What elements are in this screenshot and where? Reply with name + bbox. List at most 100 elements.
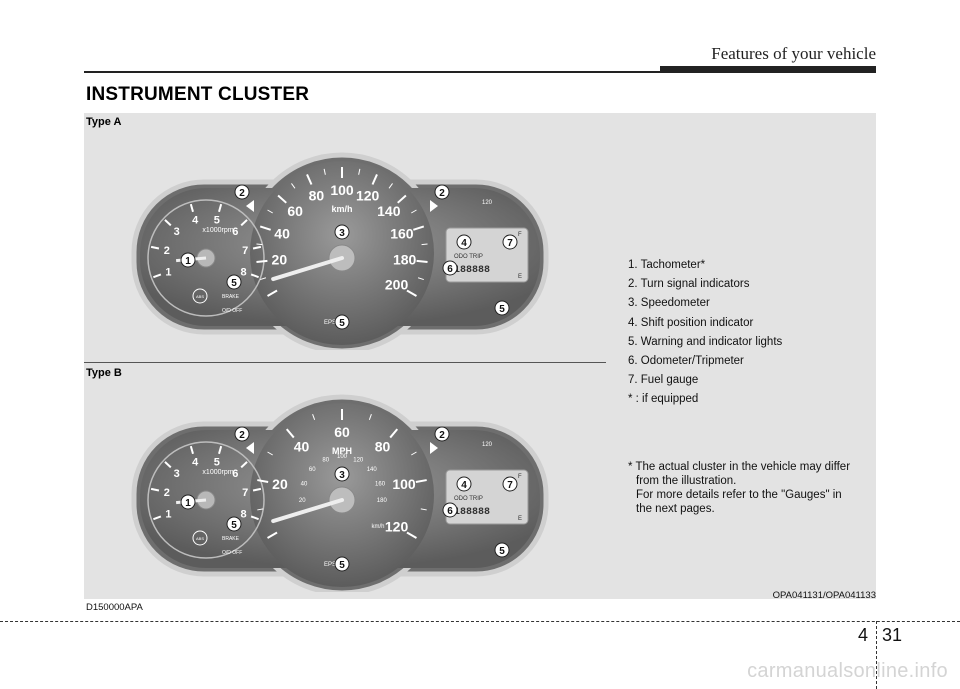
header-title: Features of your vehicle xyxy=(711,44,876,63)
fuel-full-label: F xyxy=(518,474,522,480)
callout-number: 2 xyxy=(239,188,245,199)
eps-label: EPS xyxy=(324,562,336,568)
speedometer-tick-label: 120 xyxy=(356,187,380,203)
speedometer-inner-tick-label: 120 xyxy=(353,457,364,463)
figure-code-left: D150000APA xyxy=(86,602,143,613)
callout-number: 5 xyxy=(231,278,237,289)
figure-code-right: OPA041131/OPA041133 xyxy=(772,590,876,601)
callout-number: 1 xyxy=(185,498,191,509)
lcd-odo-label: ODO TRIP xyxy=(454,496,483,502)
tachometer-tick-label: 1 xyxy=(165,509,171,521)
callout-number: 3 xyxy=(339,228,345,239)
left-turn-signal-icon xyxy=(246,200,254,212)
tachometer-tick xyxy=(150,487,160,492)
speedometer-tick xyxy=(368,414,372,420)
tachometer-tick xyxy=(164,461,172,469)
callout-marker xyxy=(180,494,196,510)
speedometer-tick xyxy=(257,508,264,511)
tachometer-tick-label: 1 xyxy=(165,267,171,279)
tachometer-unit: x1000rpm xyxy=(202,227,233,234)
callout-number: 5 xyxy=(499,546,505,557)
tachometer-tick xyxy=(240,219,248,227)
speedometer-tick xyxy=(388,183,393,189)
type-b-label: Type B xyxy=(86,367,122,379)
speedometer-tick xyxy=(259,225,271,231)
speedometer-tick xyxy=(411,209,417,214)
speedometer-tick xyxy=(413,225,425,231)
speedometer-inner-tick-label: 40 xyxy=(301,482,308,488)
speedometer-needle xyxy=(271,256,344,282)
callout-marker xyxy=(442,260,458,276)
speedometer-tick-label: 140 xyxy=(377,203,401,219)
tachometer-tick-label: 8 xyxy=(241,267,247,279)
temperature-label: 120 xyxy=(482,200,493,206)
tachometer-tick xyxy=(164,219,172,227)
speedometer-tick xyxy=(389,428,399,439)
right-turn-signal-icon xyxy=(430,442,438,454)
legend-item: 4. Shift position indicator xyxy=(628,316,754,329)
chapter-number: 4 xyxy=(858,625,869,645)
speedometer-tick xyxy=(416,259,428,263)
od-off-label: O/D OFF xyxy=(222,550,242,556)
tachometer-tick-label: 7 xyxy=(242,245,248,257)
speedometer-inner-unit: km/h xyxy=(371,524,384,530)
speedometer-tick-label: 80 xyxy=(375,439,391,455)
callout-number: 2 xyxy=(439,430,445,441)
tachometer-tick xyxy=(240,461,248,469)
callout-marker xyxy=(334,556,350,572)
tachometer-ring xyxy=(147,199,265,317)
callout-marker xyxy=(234,426,250,442)
speedometer-tick xyxy=(371,174,378,185)
tachometer-tick xyxy=(218,445,223,455)
fuel-full-label: F xyxy=(518,232,522,238)
temperature-label: 120 xyxy=(482,442,493,448)
speedometer-tick-label: 160 xyxy=(390,226,414,242)
callout-marker xyxy=(494,542,510,558)
speedometer-tick-label: 60 xyxy=(287,203,303,219)
tachometer-tick xyxy=(150,245,160,250)
tachometer-tick-label: 2 xyxy=(164,487,170,499)
tachometer-tick xyxy=(189,203,194,213)
fuel-empty-label: E xyxy=(518,274,522,280)
note-line: from the illustration. xyxy=(636,475,737,487)
speedometer-unit: km/h xyxy=(331,204,352,214)
tachometer-tick-label: 5 xyxy=(214,214,220,226)
callout-number: 5 xyxy=(499,304,505,315)
lcd-digits: 188888 xyxy=(454,507,490,518)
speedometer-tick-label: 40 xyxy=(294,439,310,455)
header-rule-thick xyxy=(660,66,876,72)
speedometer-tick xyxy=(260,277,267,281)
right-turn-signal-icon xyxy=(430,200,438,212)
tachometer-tick-label: 8 xyxy=(241,509,247,521)
callout-marker xyxy=(180,252,196,268)
tachometer-tick xyxy=(250,273,259,279)
speedometer-tick xyxy=(291,183,296,189)
speedometer-tick-label: 180 xyxy=(393,252,417,268)
abs-label: ABS xyxy=(196,536,204,541)
speedometer-tick xyxy=(411,451,417,456)
legend-item: 2. Turn signal indicators xyxy=(628,278,750,291)
section-title: INSTRUMENT CLUSTER xyxy=(86,84,310,105)
tachometer-tick xyxy=(189,445,194,455)
callout-number: 1 xyxy=(185,256,191,267)
tachometer-tick-label: 5 xyxy=(214,456,220,468)
callout-marker xyxy=(502,234,518,250)
speedometer-tick xyxy=(417,277,424,281)
legend-item: 3. Speedometer xyxy=(628,297,710,310)
speedometer-tick xyxy=(257,479,269,483)
tachometer-tick-label: 4 xyxy=(192,456,199,468)
page-number: 31 xyxy=(882,625,903,645)
callout-number: 2 xyxy=(439,188,445,199)
speedometer-tick xyxy=(285,428,295,439)
brake-label: BRAKE xyxy=(222,536,240,542)
legend-item: 1. Tachometer* xyxy=(628,259,706,271)
speedometer-tick xyxy=(256,243,263,246)
footer-dashed-rule xyxy=(0,621,960,622)
speedometer-tick xyxy=(406,531,417,539)
legend-item: 6. Odometer/Tripmeter xyxy=(628,355,744,368)
tachometer-tick xyxy=(153,273,162,279)
tachometer-tick-label: 4 xyxy=(192,214,199,226)
tachometer-ring xyxy=(147,441,265,559)
